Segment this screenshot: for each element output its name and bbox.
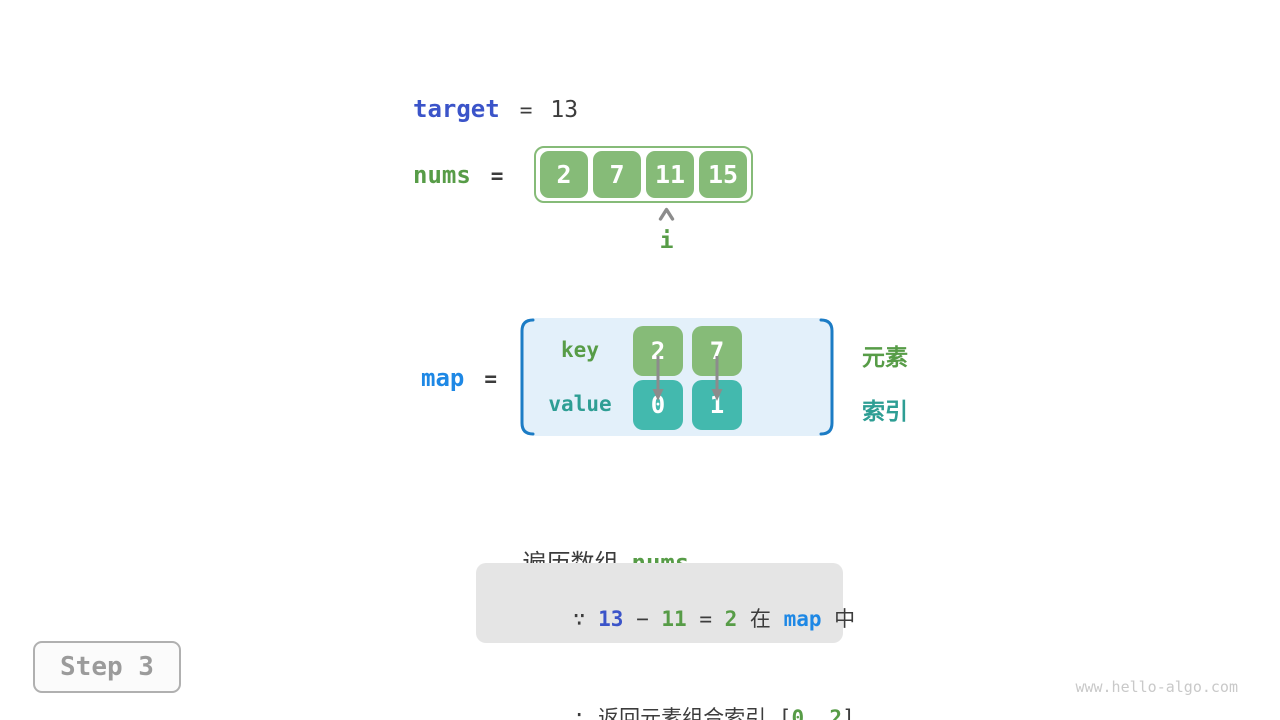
watermark: www.hello-algo.com: [1075, 678, 1238, 696]
array-cell: 15: [699, 151, 747, 198]
current-value-ref: 11: [661, 607, 687, 631]
map-key-cell: 7: [692, 326, 742, 376]
comma: ,: [804, 706, 830, 720]
return-text: 返回元素组合索引 [: [598, 706, 792, 720]
element-annotation: 元素: [862, 345, 908, 371]
map-label: map: [421, 364, 465, 392]
map-value-label: value: [548, 392, 612, 416]
equals-sign: =: [686, 607, 725, 631]
array-cell: 2: [540, 151, 588, 198]
nums-equals: =: [490, 164, 504, 188]
array-cell: 7: [593, 151, 641, 198]
down-arrow-icon: [711, 356, 723, 401]
result-index-1: 2: [829, 706, 843, 720]
nums-array: 2 7 11 15: [534, 146, 753, 203]
difference-value: 2: [724, 607, 738, 631]
map-equals: =: [484, 367, 498, 391]
left-bracket-icon: [520, 318, 535, 436]
in-text: 在: [737, 607, 784, 631]
map-key-label: key: [561, 338, 599, 362]
down-arrow-icon: [652, 356, 664, 401]
target-value: 13: [550, 97, 579, 123]
pointer-i-label: i: [659, 228, 674, 254]
minus-sign: −: [623, 607, 662, 631]
target-value-ref: 13: [598, 607, 624, 631]
note-line-2: ∴ 返回元素组合索引 [0, 2]: [497, 669, 855, 720]
because-symbol: ∵: [572, 607, 599, 631]
target-label: target: [413, 95, 500, 123]
therefore-symbol: ∴: [572, 706, 599, 720]
conclusion-note-box: ∵ 13 − 11 = 2 在 map 中 ∴ 返回元素组合索引 [0, 2]: [476, 563, 855, 720]
note-line-1: ∵ 13 − 11 = 2 在 map 中: [497, 570, 855, 669]
in-suffix-text: 中: [821, 607, 856, 631]
map-row-label: map =: [421, 364, 497, 392]
result-index-0: 0: [791, 706, 805, 720]
nums-row-label: nums =: [413, 161, 503, 189]
array-cell: 11: [646, 151, 694, 198]
closing-bracket: ]: [842, 706, 855, 720]
map-ref: map: [783, 607, 822, 631]
index-annotation: 索引: [862, 399, 908, 425]
up-caret-icon: [658, 207, 675, 221]
step-badge: Step 3: [33, 641, 181, 693]
target-equals: =: [519, 98, 533, 122]
target-row: target = 13: [413, 95, 578, 123]
right-bracket-icon: [819, 318, 834, 436]
nums-label: nums: [413, 161, 471, 189]
